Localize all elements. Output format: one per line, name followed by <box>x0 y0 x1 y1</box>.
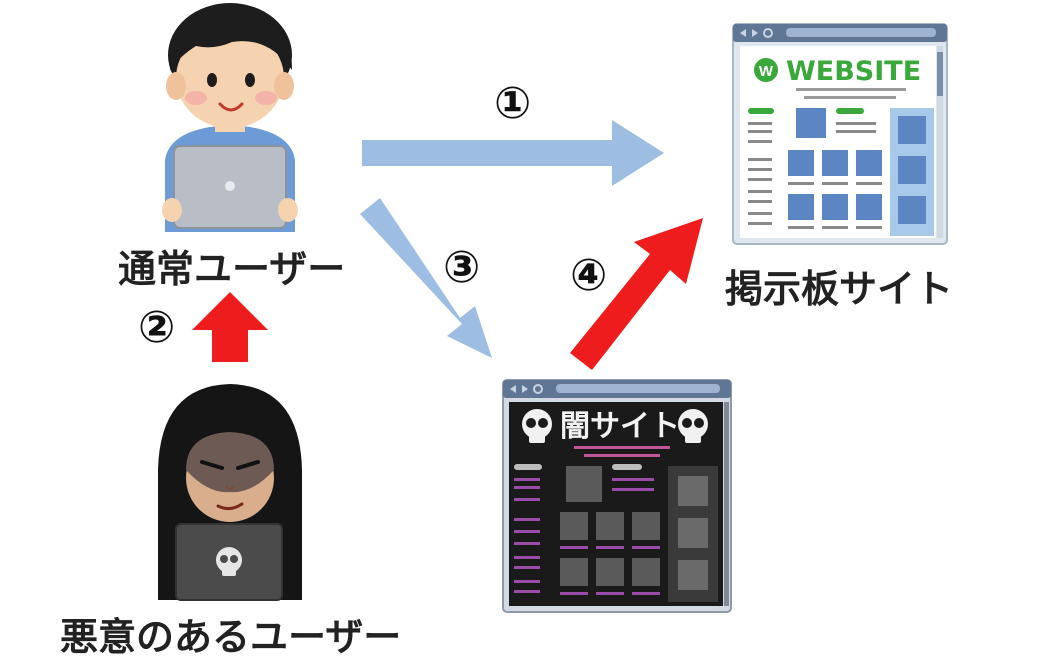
dark-site-title: 闇サイト <box>560 409 680 444</box>
arrow-1-user-to-website <box>362 120 664 186</box>
arrow-2-malicious-to-user <box>192 292 268 362</box>
normal-user-label: 通常ユーザー <box>118 247 346 291</box>
hooded-hacker-icon <box>158 384 302 601</box>
step-2-label: ② <box>138 302 176 353</box>
website-logo-text: WEBSITE <box>786 56 921 87</box>
arrow-4-dark-site-to-website <box>570 218 703 370</box>
skull-browser-icon <box>502 379 732 613</box>
bbs-site-label: 掲示板サイト <box>725 267 954 311</box>
step-1-label: ① <box>494 78 532 129</box>
person-with-laptop-icon <box>162 3 298 232</box>
arrow-3-user-to-dark-site <box>360 198 492 358</box>
skull-icon <box>522 409 552 443</box>
skull-icon <box>678 409 708 443</box>
step-3-label: ③ <box>443 242 481 293</box>
malicious-user-label: 悪意のあるユーザー <box>60 615 402 659</box>
svg-text:W: W <box>759 63 774 80</box>
step-4-label: ④ <box>570 250 608 301</box>
browser-window-icon: W <box>732 23 948 245</box>
